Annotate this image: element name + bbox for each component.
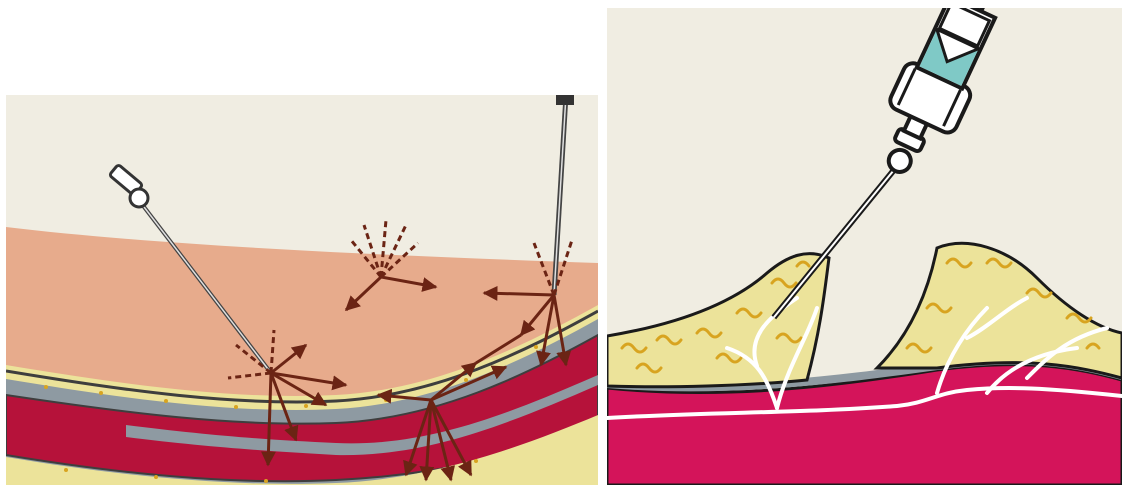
- needle-injection-spread-diagram: [6, 95, 598, 485]
- syringe-injection-fat-fold-diagram: [607, 8, 1122, 485]
- fat-fold-left: [607, 254, 829, 387]
